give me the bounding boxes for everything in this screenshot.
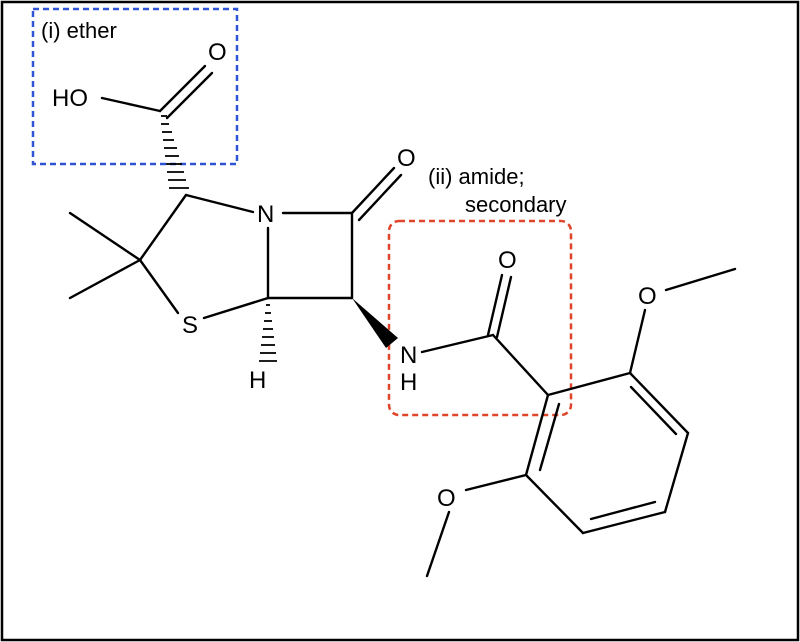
atom-label-methoxy-top-o: O	[638, 283, 657, 310]
bond-c7-o-double-a	[350, 166, 396, 215]
label-amide-line1: (ii) amide;	[428, 164, 525, 189]
bond-o-methyl-bottom	[425, 510, 451, 578]
bond-ring-3	[663, 431, 690, 514]
solid-wedge-c6-n	[352, 298, 398, 348]
annotation-box-ether	[31, 7, 239, 166]
atom-label-bridge-h: H	[249, 367, 266, 394]
atom-label-oh: HO	[52, 85, 88, 112]
label-amide-line2: secondary	[465, 192, 567, 217]
bond-methyl-b	[68, 258, 142, 300]
bond-ring-o-bottom	[464, 473, 528, 492]
hashed-wedge-c5-h	[259, 304, 277, 362]
bond-ring-o-top	[628, 308, 647, 375]
atom-label-ring-n: N	[257, 201, 274, 228]
bond-ring-4-inner	[589, 500, 657, 521]
bond-c7-o-double-b	[357, 173, 403, 222]
bond-n-carbonyl	[420, 333, 495, 354]
atom-label-amide-o: O	[498, 247, 517, 274]
atom-label-methoxy-bottom-o: O	[437, 485, 456, 512]
atom-label-amide-h: H	[400, 369, 417, 396]
atom-label-lactam-o: O	[397, 145, 416, 172]
bond-ring-6-inner	[538, 402, 561, 472]
bond-c3-n	[184, 193, 255, 214]
label-ether: (i) ether	[41, 18, 117, 43]
bond-ring-1	[546, 371, 632, 397]
bond-ring-2-inner	[629, 385, 678, 436]
bond-amide-o-double-b	[495, 275, 513, 339]
bond-oh-c	[100, 96, 162, 113]
atom-label-carboxyl-o: O	[208, 39, 227, 66]
hashed-wedge-c3-carboxyl	[161, 115, 189, 189]
bond-c2-s	[138, 258, 180, 315]
bond-c-o-double-a	[158, 64, 207, 113]
annotation-box-amide	[387, 219, 573, 417]
bond-c-o-double-b	[165, 71, 214, 120]
bond-c3-c2	[138, 193, 188, 262]
bond-carbonyl-aryl	[491, 333, 550, 397]
bond-o-methyl-top	[664, 267, 737, 292]
bond-s-c5	[202, 296, 270, 320]
bond-methyl-a	[68, 211, 142, 262]
bond-ring-2	[628, 371, 690, 435]
bond-ring-6	[524, 393, 550, 477]
atom-label-amide-n: N	[400, 342, 417, 369]
bond-ring-4	[581, 510, 667, 535]
bond-amide-o-double-a	[486, 273, 504, 337]
bond-ring-5	[524, 473, 585, 535]
atom-label-ring-s: S	[182, 312, 198, 339]
